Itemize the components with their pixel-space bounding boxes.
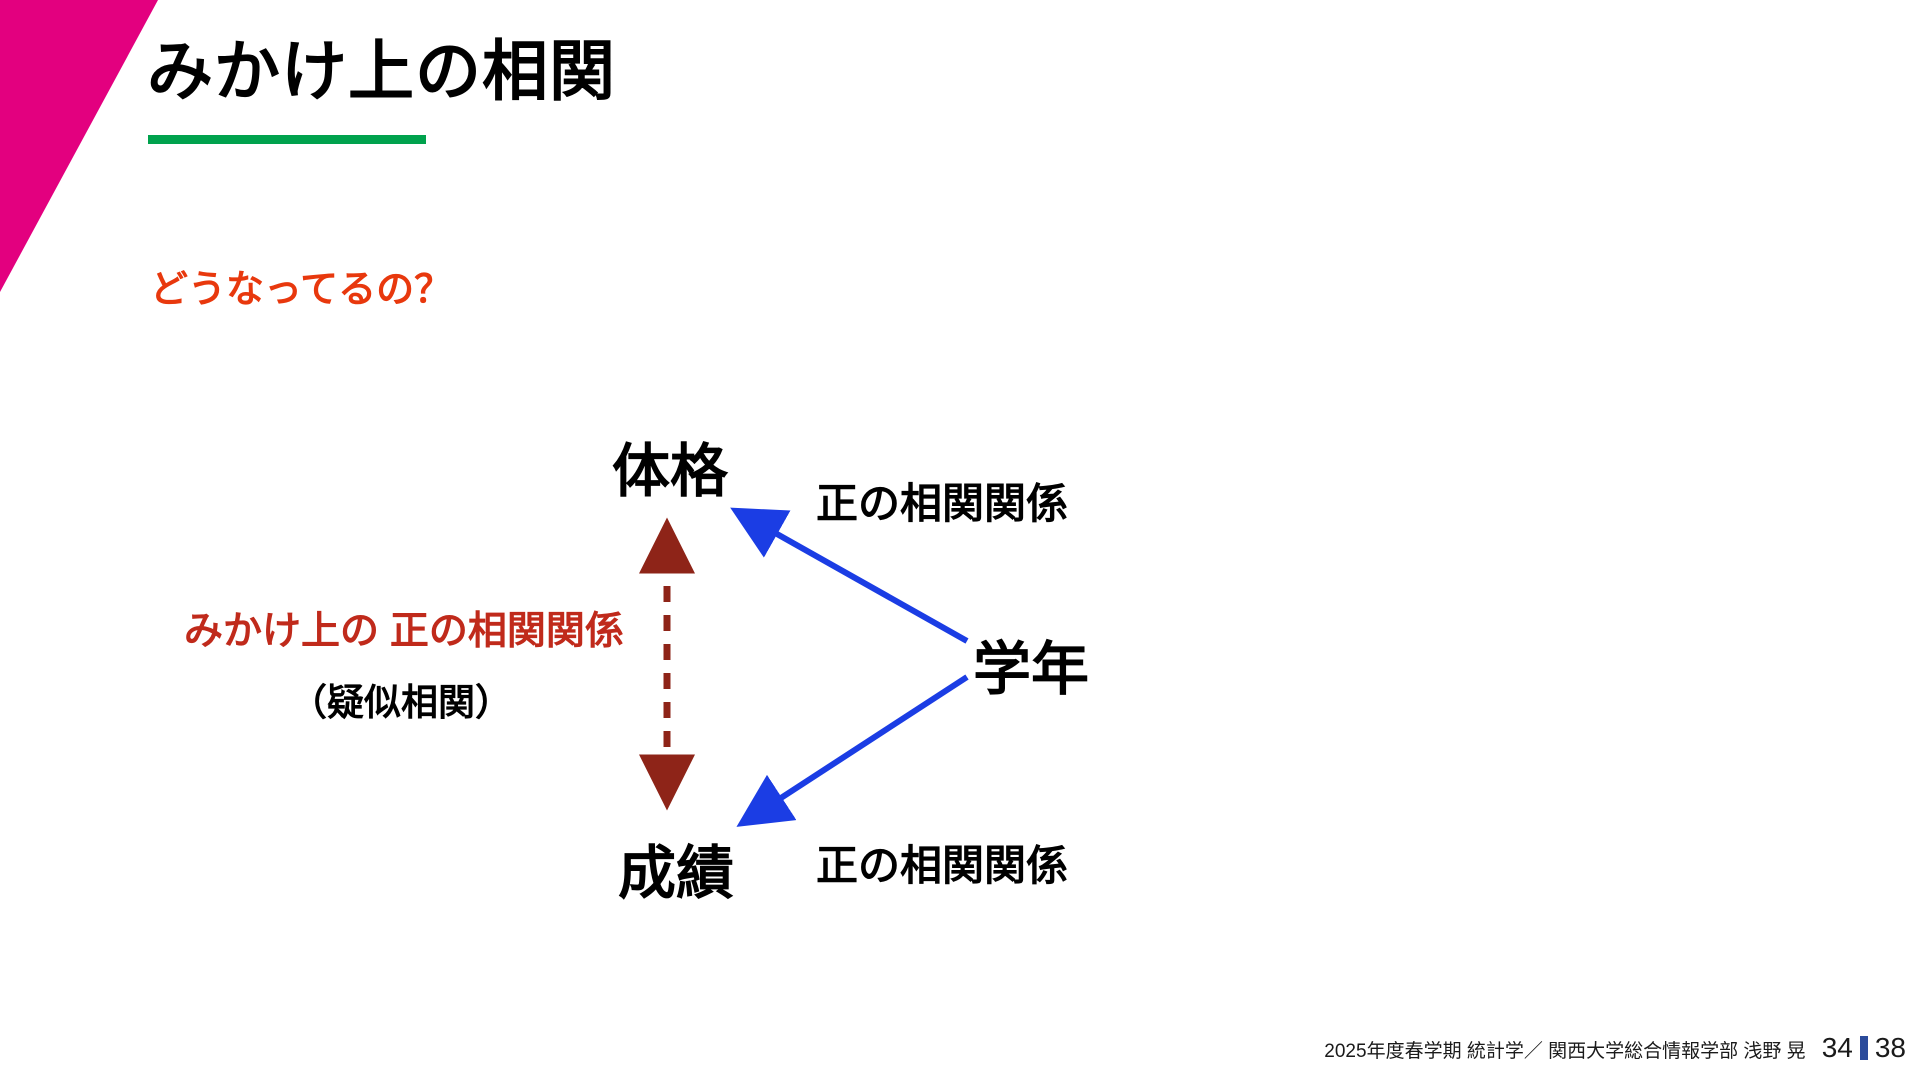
node-school-year: 学年 [973,637,1090,702]
page-indicator: 34 38 [1822,1032,1906,1064]
page-divider-bar [1859,1036,1868,1060]
page-current: 34 [1821,1032,1853,1063]
footer: 2025年度春学期 統計学／ 関西大学総合情報学部 浅野 晃 34 38 [1324,1032,1906,1064]
spurious-correlation-label: みかけ上の 正の相関関係 [184,610,624,653]
title-underline [148,135,426,144]
pseudo-correlation-label: （疑似相関） [290,682,512,723]
edge-label-bottom: 正の相関関係 [816,842,1069,889]
question-text: どうなってるの？ [150,269,453,311]
footer-credit: 2025年度春学期 統計学／ 関西大学総合情報学部 浅野 晃 [1324,1041,1806,1062]
node-physique: 体格 [612,439,729,504]
corner-accent-triangle [0,0,158,292]
correlation-arrow-bottom [736,674,969,827]
slide-title: みかけ上の相関 [147,34,616,108]
edge-label-top: 正の相関関係 [816,480,1069,527]
page-total: 38 [1874,1032,1906,1063]
correlation-arrow-top [730,507,969,644]
node-grades: 成績 [618,841,735,906]
